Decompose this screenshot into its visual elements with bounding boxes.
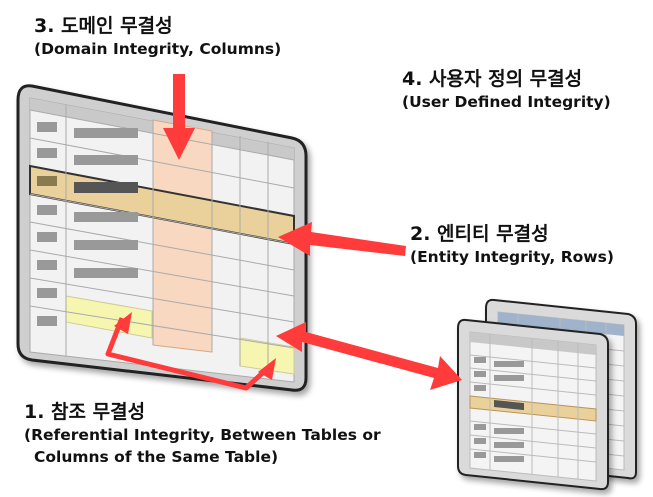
referential-integrity-label: 1. 참조 무결성 (Referential Integrity, Betwee… bbox=[24, 400, 381, 468]
domain-column-highlight bbox=[152, 119, 213, 353]
table-icon-main bbox=[16, 84, 308, 392]
bracket-connector-icon bbox=[105, 317, 270, 391]
referential-integrity-title: 1. 참조 무결성 bbox=[24, 401, 146, 423]
arrow-icon-reference bbox=[276, 322, 462, 390]
referential-integrity-subtitle-line2: Columns of the Same Table) bbox=[34, 448, 279, 466]
referential-integrity-subtitle-line1: (Referential Integrity, Between Tables o… bbox=[24, 426, 381, 444]
user-defined-integrity-title: 4. 사용자 정의 무결성 bbox=[402, 68, 583, 90]
user-defined-integrity-label: 4. 사용자 정의 무결성 (User Defined Integrity) bbox=[402, 67, 611, 113]
domain-integrity-label: 3. 도메인 무결성 (Domain Integrity, Columns) bbox=[34, 14, 281, 60]
table-icon-front bbox=[457, 318, 609, 491]
entity-integrity-subtitle: (Entity Integrity, Rows) bbox=[410, 248, 614, 266]
entity-integrity-label: 2. 엔티티 무결성 (Entity Integrity, Rows) bbox=[410, 222, 614, 268]
domain-integrity-subtitle: (Domain Integrity, Columns) bbox=[34, 40, 282, 58]
bracket-arrowheads bbox=[114, 312, 276, 380]
domain-integrity-title: 3. 도메인 무결성 bbox=[34, 15, 173, 37]
arrow-icon-domain bbox=[163, 74, 195, 160]
arrow-icon-entity bbox=[278, 222, 406, 256]
entity-integrity-title: 2. 엔티티 무결성 bbox=[410, 223, 549, 245]
user-defined-integrity-subtitle: (User Defined Integrity) bbox=[402, 93, 611, 111]
